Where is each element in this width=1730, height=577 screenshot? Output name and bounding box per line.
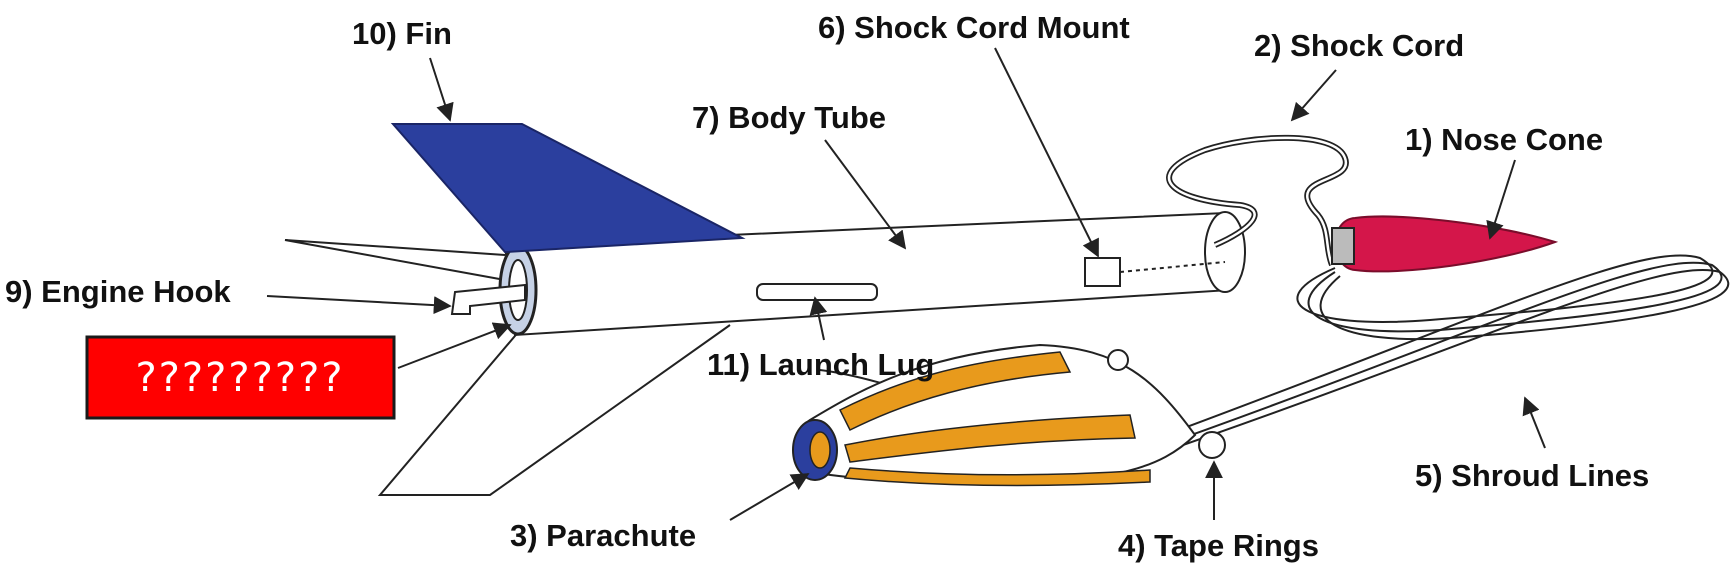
launch-lug	[756, 283, 878, 301]
label-nose-cone: 1) Nose Cone	[1405, 122, 1603, 157]
label-fin: 10) Fin	[352, 16, 452, 51]
leader-parachute	[729, 473, 810, 521]
label-tape-rings: 4) Tape Rings	[1118, 528, 1319, 563]
parachute	[792, 343, 1197, 487]
top-fin	[390, 123, 746, 254]
label-body-tube: 7) Body Tube	[692, 100, 886, 135]
label-engine-hook: 9) Engine Hook	[5, 274, 231, 309]
engine-hook	[450, 283, 526, 315]
leader-launch-lug	[809, 296, 828, 341]
tape-ring-1	[1107, 349, 1129, 371]
back-fin	[284, 239, 506, 281]
leader-nose-cone	[1486, 159, 1516, 240]
leader-unknown	[397, 322, 512, 369]
leader-engine-hook	[266, 295, 452, 315]
leader-body-tube	[824, 139, 907, 250]
shock-cord-mount-dashes	[1119, 261, 1226, 273]
nose-cone-shoulder	[1331, 227, 1355, 265]
label-launch-lug: 11) Launch Lug	[707, 347, 934, 382]
leader-lines	[266, 47, 1546, 521]
unknown-label-box	[85, 335, 396, 420]
label-parachute: 3) Parachute	[510, 518, 696, 553]
lower-fin	[377, 324, 731, 496]
leader-shock-cord-mount	[994, 47, 1099, 258]
leader-shroud-lines	[1522, 396, 1546, 449]
shock-cord-inner	[1167, 136, 1348, 266]
nose-cone	[1334, 215, 1559, 273]
tape-ring-2	[1198, 431, 1226, 459]
unknown-label-text: ?????????	[135, 355, 344, 401]
shock-cord-mount	[1084, 257, 1121, 287]
body-tube-front-opening	[1204, 211, 1246, 293]
label-shock-cord: 2) Shock Cord	[1254, 28, 1464, 63]
label-shroud-lines: 5) Shroud Lines	[1415, 458, 1649, 493]
leader-fin	[429, 57, 454, 122]
label-shock-cord-mount: 6) Shock Cord Mount	[818, 10, 1130, 45]
leader-shock-cord	[1290, 69, 1337, 122]
